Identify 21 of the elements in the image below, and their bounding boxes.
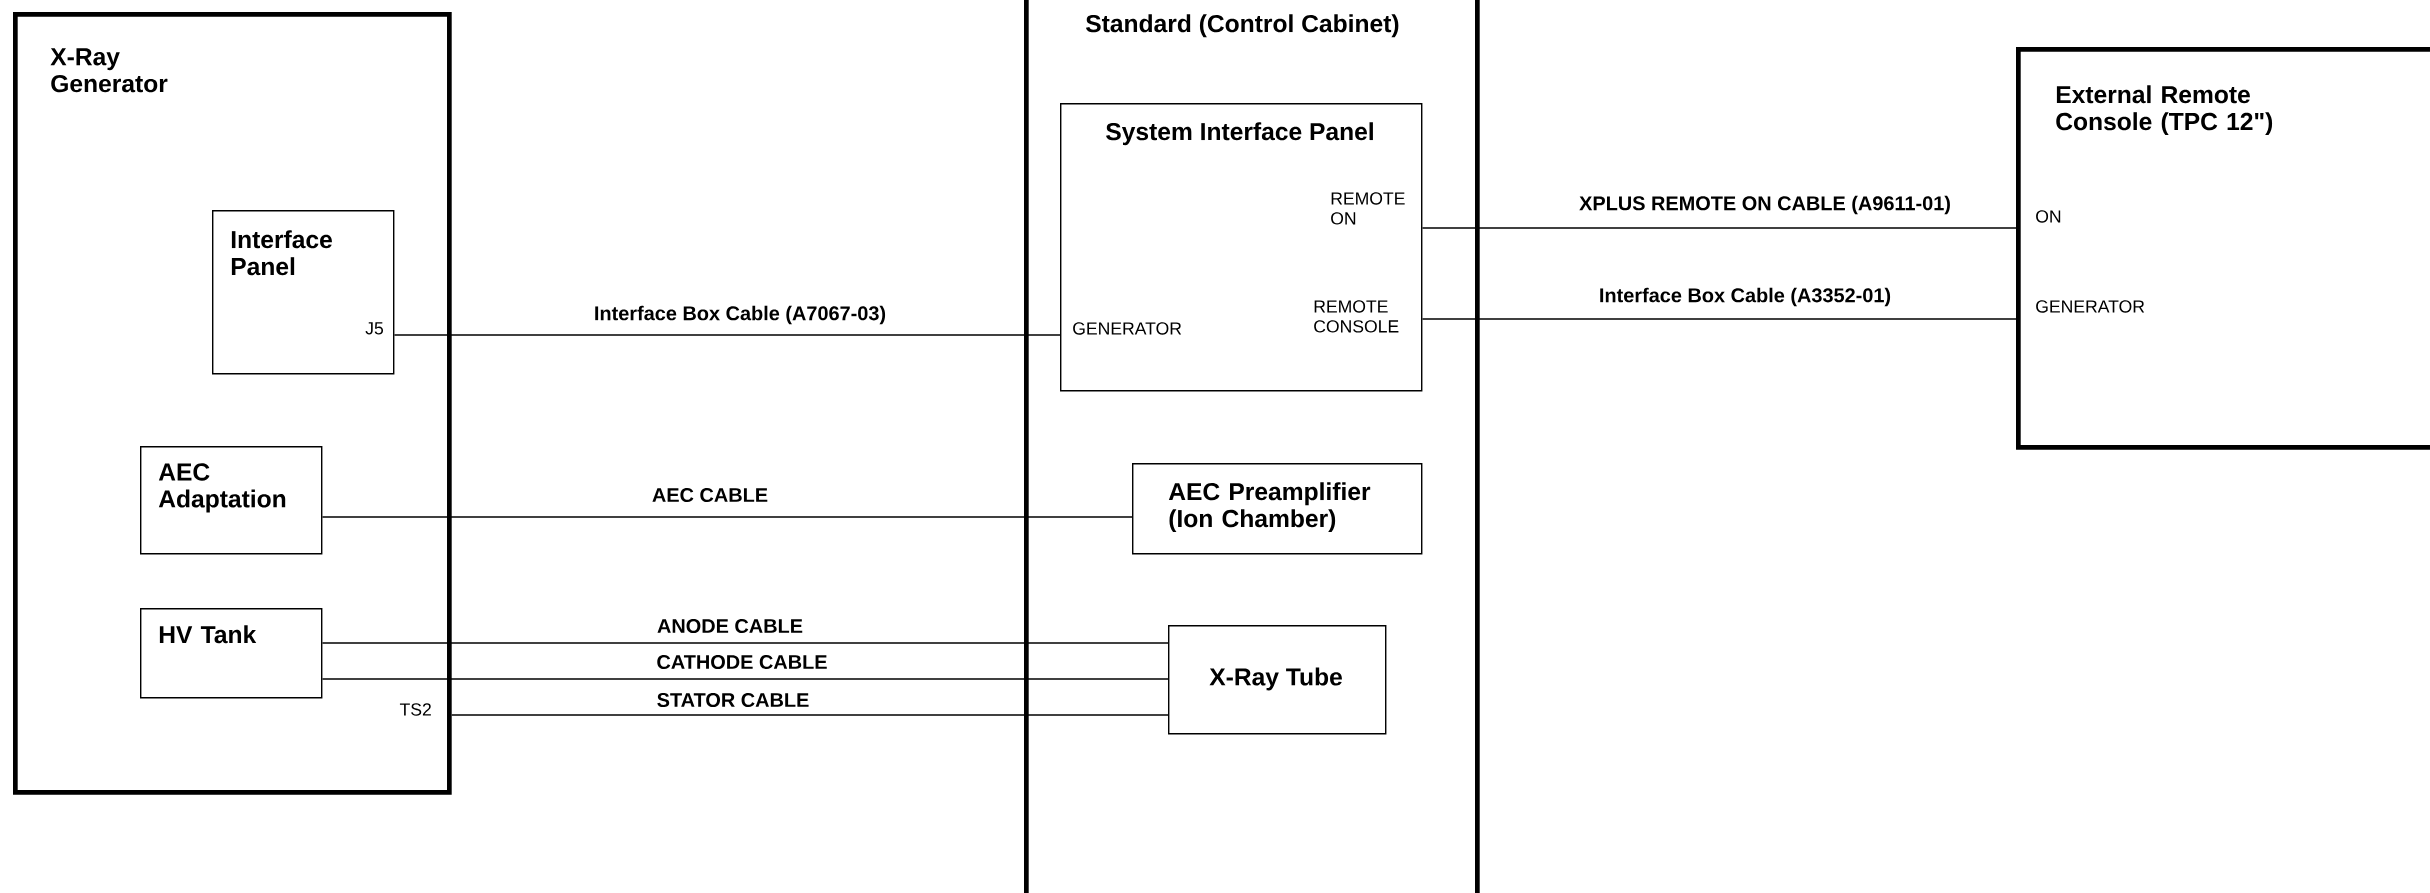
edge-label: AEC CABLE xyxy=(650,486,770,504)
component-box: Interface Panel J5 xyxy=(212,210,395,375)
edge-label: XPLUS REMOTE ON CABLE (A9611-01) xyxy=(1577,194,1953,216)
console-box: External Remote Console (TPC 12") ON GENERATOR xyxy=(2016,47,2430,450)
component-box: AEC Preamplifier (Ion Chamber) xyxy=(1132,463,1423,555)
cable-line xyxy=(393,334,1061,336)
panel-box: System Interface Panel REMOTE ON GENERATOR REMOTE CONSOLE xyxy=(1060,103,1423,392)
edge-label: ANODE CABLE xyxy=(655,617,805,635)
edge-label: STATOR CABLE xyxy=(655,691,811,709)
cable-line xyxy=(1421,227,2017,229)
cable-line xyxy=(321,678,1169,680)
component-box: AEC Adaptation xyxy=(140,446,323,555)
cable-line xyxy=(1421,318,2017,320)
component-box: HV Tank xyxy=(140,608,323,699)
cable-line xyxy=(321,642,1169,644)
edge-label: Interface Box Cable (A3352-01) xyxy=(1597,286,1893,308)
edge-label: Interface Box Cable (A7067-03) xyxy=(592,304,888,326)
component-box: X-Ray Tube xyxy=(1168,625,1387,735)
cable-line xyxy=(451,714,1169,716)
edge-label: CATHODE CABLE xyxy=(655,653,829,671)
cable-line xyxy=(321,516,1133,518)
